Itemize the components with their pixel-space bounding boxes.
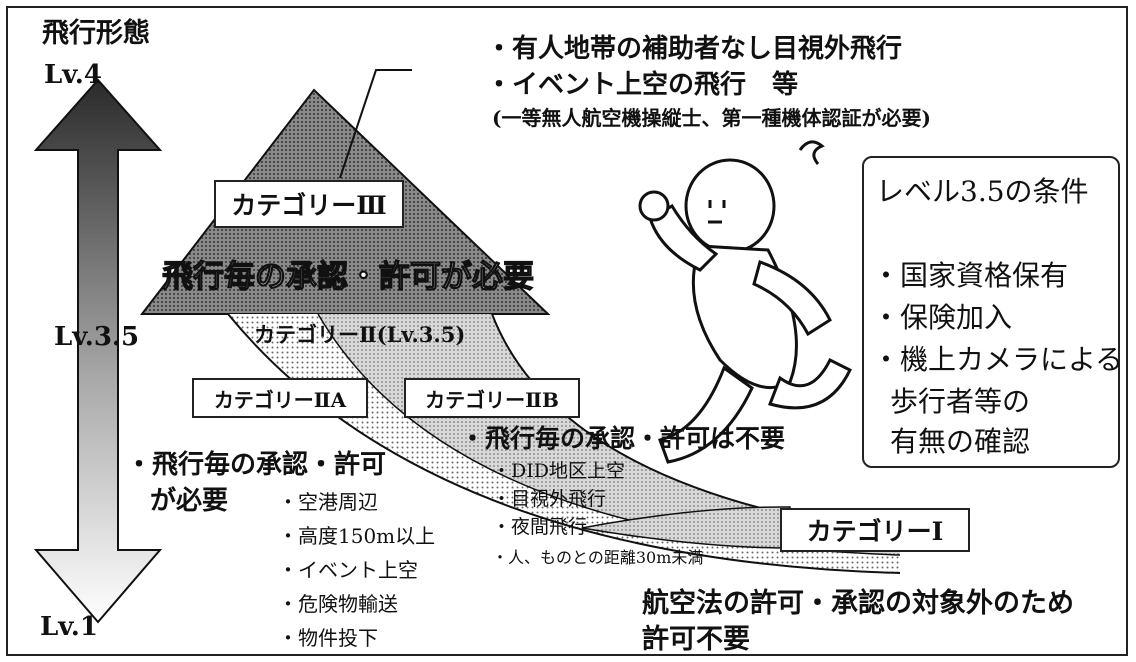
level-bottom-label: Lv.1 (40, 612, 98, 642)
level-top-label: Lv.4 (44, 60, 102, 90)
category2-inner-band (318, 314, 900, 555)
level35-condition-item-cont: 歩行者等の (890, 385, 1031, 418)
category2a-note-line1: ・飛行毎の承認・許可 (126, 450, 387, 480)
category2a-note-line2: が必要 (150, 486, 229, 516)
category2b-item: ・夜間飛行 (492, 516, 588, 538)
level-arrow (33, 78, 163, 624)
running-figure (638, 140, 852, 464)
level35-conditions-title: レベル3.5の条件 (876, 175, 1089, 208)
category1-label: カテゴリーⅠ (780, 508, 970, 552)
level4-note-line2: ・イベント上空の飛行 等 (486, 70, 799, 100)
running-figure-face (708, 200, 726, 224)
category2b-item: ・目視外飛行 (492, 488, 607, 510)
category2a-item: ・イベント上空 (278, 558, 418, 582)
level35-conditions-box (862, 156, 1120, 468)
category3-label: カテゴリーⅢ (214, 180, 404, 228)
category2a-label: カテゴリーⅡA (192, 378, 368, 418)
category2b-note: ・飛行毎の承認・許可は不要 (460, 424, 786, 453)
category2a-item: ・危険物輸送 (278, 592, 398, 616)
category2b-item: ・DID地区上空 (492, 460, 625, 482)
level35-condition-item: ・国家資格保有 (872, 259, 1069, 292)
category1-note-line2: 許可不要 (642, 624, 750, 655)
level35-condition-item: ・機上カメラによる (872, 343, 1124, 376)
category2a-item: ・物件投下 (278, 626, 378, 650)
category2a-item: ・高度150m以上 (278, 524, 436, 548)
level4-callout-line (339, 69, 412, 179)
level35-condition-item-cont: 有無の確認 (890, 425, 1031, 458)
level-mid-label: Lv.3.5 (54, 322, 140, 352)
category2b-item: ・人、ものとの距離30m未満 (492, 548, 704, 567)
form-title: 飛行形態 (42, 18, 150, 49)
category2-label: カテゴリーⅡ(Lv.3.5) (254, 322, 466, 347)
level4-note-line3: (一等無人航空機操縦士、第一種機体認証が必要) (492, 106, 931, 130)
category2-band (228, 314, 900, 573)
category2a-item: ・空港周辺 (278, 490, 378, 514)
category1-note-line1: 航空法の許可・承認の対象外のため (642, 588, 1074, 619)
level4-note-line1: ・有人地帯の補助者なし目視外飛行 (486, 34, 903, 64)
diagram-frame (6, 6, 1128, 656)
category3-note: 飛行毎の承認・許可が必要 (161, 259, 534, 295)
level35-condition-item: ・保険加入 (872, 301, 1013, 334)
category2b-label: カテゴリーⅡB (404, 378, 580, 418)
